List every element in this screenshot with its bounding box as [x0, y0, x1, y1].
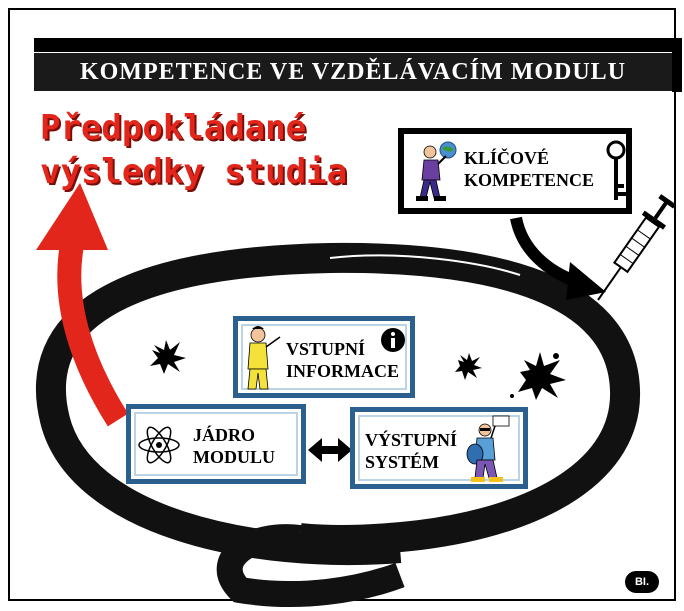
key-competences-box: KLÍČOVÉ KOMPETENCE: [398, 128, 632, 214]
input-information-line-2: INFORMACE: [286, 361, 399, 381]
businessman-globe-icon: [416, 141, 457, 201]
title-text: KOMPETENCE VE VZDĚLÁVACÍM MODULU: [34, 52, 672, 92]
red-curved-arrow: [36, 183, 129, 427]
info-icon: [381, 328, 405, 352]
atom-icon: [138, 426, 180, 464]
input-information-box: VSTUPNÍ INFORMACE: [233, 316, 415, 398]
headline-line-2: výsledky studia: [40, 152, 348, 192]
ink-splat-icon: [455, 353, 482, 380]
module-core-line-2: MODULU: [193, 447, 275, 467]
loop-ribbon: [35, 242, 641, 607]
ink-splat-icon: [150, 340, 186, 374]
headline-line-1: Předpokládané: [40, 108, 307, 148]
ink-splat-icon: [510, 352, 566, 400]
syringe-icon: [597, 194, 676, 301]
key-competences-line-2: KOMPETENCE: [464, 170, 595, 190]
teacher-icon: [247, 326, 281, 390]
module-core-box: JÁDRO MODULU: [126, 404, 306, 484]
black-curved-arrow: [510, 216, 606, 300]
output-system-line-1: VÝSTUPNÍ: [365, 430, 458, 450]
title-banner: KOMPETENCE VE VZDĚLÁVACÍM MODULU: [34, 38, 682, 92]
input-information-line-1: VSTUPNÍ: [286, 339, 366, 359]
output-system-box: VÝSTUPNÍ SYSTÉM: [350, 407, 528, 489]
corner-badge: BI.: [625, 571, 659, 593]
key-competences-line-1: KLÍČOVÉ: [464, 148, 550, 168]
output-system-line-2: SYSTÉM: [365, 452, 440, 472]
module-core-line-1: JÁDRO: [193, 425, 255, 445]
key-icon: [606, 140, 626, 200]
double-arrow-icon: [308, 438, 352, 462]
student-icon: [466, 415, 510, 482]
